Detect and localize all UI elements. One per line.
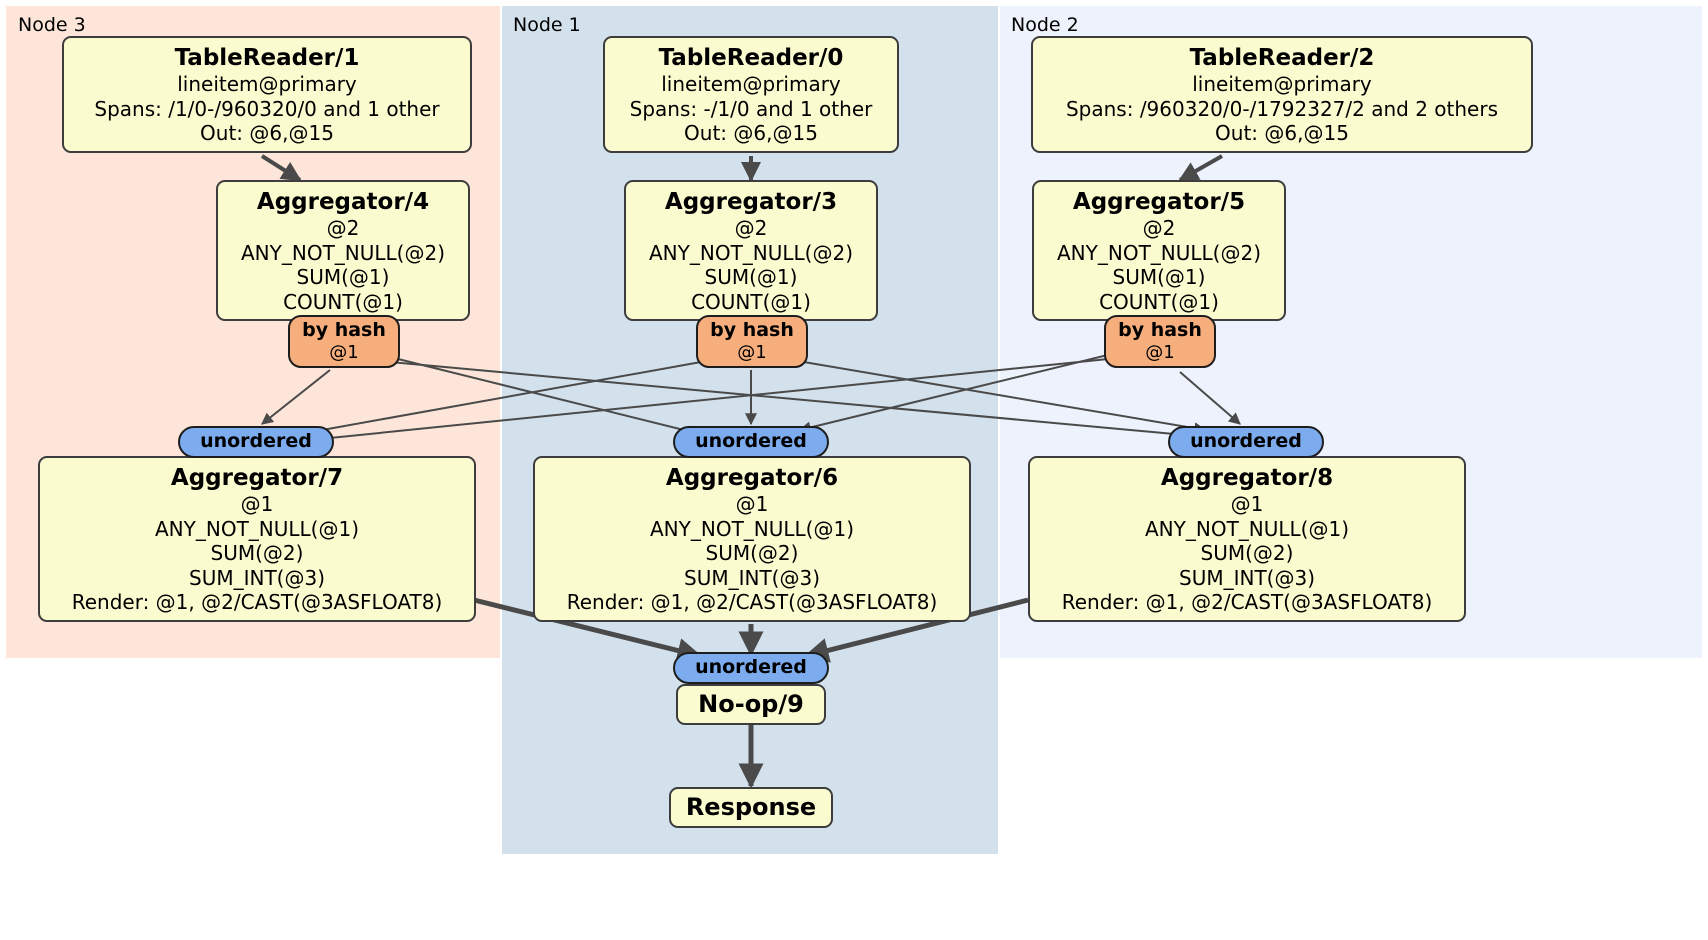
router-title: by hash — [302, 319, 386, 341]
processor-title: TableReader/0 — [658, 45, 844, 71]
processor-noop-9[interactable]: No-op/9 — [676, 684, 826, 726]
router-unordered-mid[interactable]: unordered — [673, 426, 829, 458]
processor-tablereader-1[interactable]: TableReader/1 lineitem@primary Spans: /1… — [62, 36, 472, 153]
processor-title: TableReader/2 — [1189, 45, 1375, 71]
processor-line: Spans: -/1/0 and 1 other — [629, 96, 873, 121]
processor-line: lineitem@primary — [661, 72, 841, 97]
processor-line: @2 — [1142, 216, 1176, 241]
processor-aggregator-8[interactable]: Aggregator/8 @1 ANY_NOT_NULL(@1) SUM(@2)… — [1028, 456, 1466, 623]
processor-line: @1 — [1230, 492, 1264, 517]
processor-line: Spans: /1/0-/960320/0 and 1 other — [94, 96, 440, 121]
processor-title: Aggregator/6 — [665, 465, 839, 491]
processor-line: SUM(@1) — [704, 265, 798, 290]
processor-title: Response — [685, 793, 817, 821]
router-by-hash-right[interactable]: by hash @1 — [1104, 315, 1216, 369]
processor-aggregator-4[interactable]: Aggregator/4 @2 ANY_NOT_NULL(@2) SUM(@1)… — [216, 180, 470, 322]
router-by-hash-left[interactable]: by hash @1 — [288, 315, 400, 369]
processor-title: No-op/9 — [698, 690, 804, 718]
processor-title: Aggregator/5 — [1072, 189, 1246, 215]
router-unordered-left[interactable]: unordered — [178, 426, 334, 458]
processor-line: SUM(@1) — [296, 265, 390, 290]
processor-line: Out: @6,@15 — [684, 121, 818, 146]
processor-tablereader-0[interactable]: TableReader/0 lineitem@primary Spans: -/… — [603, 36, 899, 153]
router-title: by hash — [1118, 319, 1202, 341]
processor-line: SUM_INT(@3) — [1179, 565, 1315, 590]
router-subtitle: @1 — [329, 341, 359, 363]
processor-line: SUM(@2) — [705, 541, 799, 566]
processor-line: ANY_NOT_NULL(@2) — [649, 240, 853, 265]
processor-line: @2 — [734, 216, 768, 241]
region-label-node3: Node 3 — [18, 14, 86, 36]
processor-title: Aggregator/8 — [1160, 465, 1334, 491]
processor-title: Aggregator/7 — [170, 465, 344, 491]
processor-line: ANY_NOT_NULL(@2) — [241, 240, 445, 265]
region-label-node1: Node 1 — [513, 14, 581, 36]
processor-line: SUM_INT(@3) — [684, 565, 820, 590]
router-title: unordered — [695, 656, 807, 678]
router-title: unordered — [200, 430, 312, 452]
processor-aggregator-6[interactable]: Aggregator/6 @1 ANY_NOT_NULL(@1) SUM(@2)… — [533, 456, 971, 623]
processor-line: Render: @1, @2/CAST(@3ASFLOAT8) — [566, 590, 938, 615]
processor-aggregator-7[interactable]: Aggregator/7 @1 ANY_NOT_NULL(@1) SUM(@2)… — [38, 456, 476, 623]
processor-title: Aggregator/3 — [664, 189, 838, 215]
processor-line: ANY_NOT_NULL(@1) — [155, 516, 359, 541]
router-subtitle: @1 — [737, 341, 767, 363]
router-subtitle: @1 — [1145, 341, 1175, 363]
router-unordered-final[interactable]: unordered — [673, 652, 829, 684]
processor-title: Aggregator/4 — [256, 189, 430, 215]
processor-line: ANY_NOT_NULL(@1) — [1145, 516, 1349, 541]
processor-line: lineitem@primary — [1192, 72, 1372, 97]
processor-line: ANY_NOT_NULL(@1) — [650, 516, 854, 541]
processor-line: ANY_NOT_NULL(@2) — [1057, 240, 1261, 265]
router-unordered-right[interactable]: unordered — [1168, 426, 1324, 458]
processor-line: SUM_INT(@3) — [189, 565, 325, 590]
processor-line: Render: @1, @2/CAST(@3ASFLOAT8) — [1061, 590, 1433, 615]
processor-aggregator-5[interactable]: Aggregator/5 @2 ANY_NOT_NULL(@2) SUM(@1)… — [1032, 180, 1286, 322]
processor-line: lineitem@primary — [177, 72, 357, 97]
processor-line: Out: @6,@15 — [1215, 121, 1349, 146]
processor-title: TableReader/1 — [174, 45, 360, 71]
processor-line: COUNT(@1) — [691, 289, 811, 314]
processor-line: Out: @6,@15 — [200, 121, 334, 146]
processor-line: Spans: /960320/0-/1792327/2 and 2 others — [1065, 96, 1498, 121]
processor-line: SUM(@1) — [1112, 265, 1206, 290]
router-title: by hash — [710, 319, 794, 341]
processor-line: @1 — [240, 492, 274, 517]
processor-line: SUM(@2) — [210, 541, 304, 566]
router-title: unordered — [1190, 430, 1302, 452]
processor-aggregator-3[interactable]: Aggregator/3 @2 ANY_NOT_NULL(@2) SUM(@1)… — [624, 180, 878, 322]
processor-tablereader-2[interactable]: TableReader/2 lineitem@primary Spans: /9… — [1031, 36, 1533, 153]
processor-line: COUNT(@1) — [1099, 289, 1219, 314]
region-label-node2: Node 2 — [1011, 14, 1079, 36]
processor-line: Render: @1, @2/CAST(@3ASFLOAT8) — [71, 590, 443, 615]
router-title: unordered — [695, 430, 807, 452]
processor-line: SUM(@2) — [1200, 541, 1294, 566]
router-by-hash-mid[interactable]: by hash @1 — [696, 315, 808, 369]
processor-line: COUNT(@1) — [283, 289, 403, 314]
processor-line: @1 — [735, 492, 769, 517]
processor-line: @2 — [326, 216, 360, 241]
processor-response[interactable]: Response — [669, 787, 833, 829]
